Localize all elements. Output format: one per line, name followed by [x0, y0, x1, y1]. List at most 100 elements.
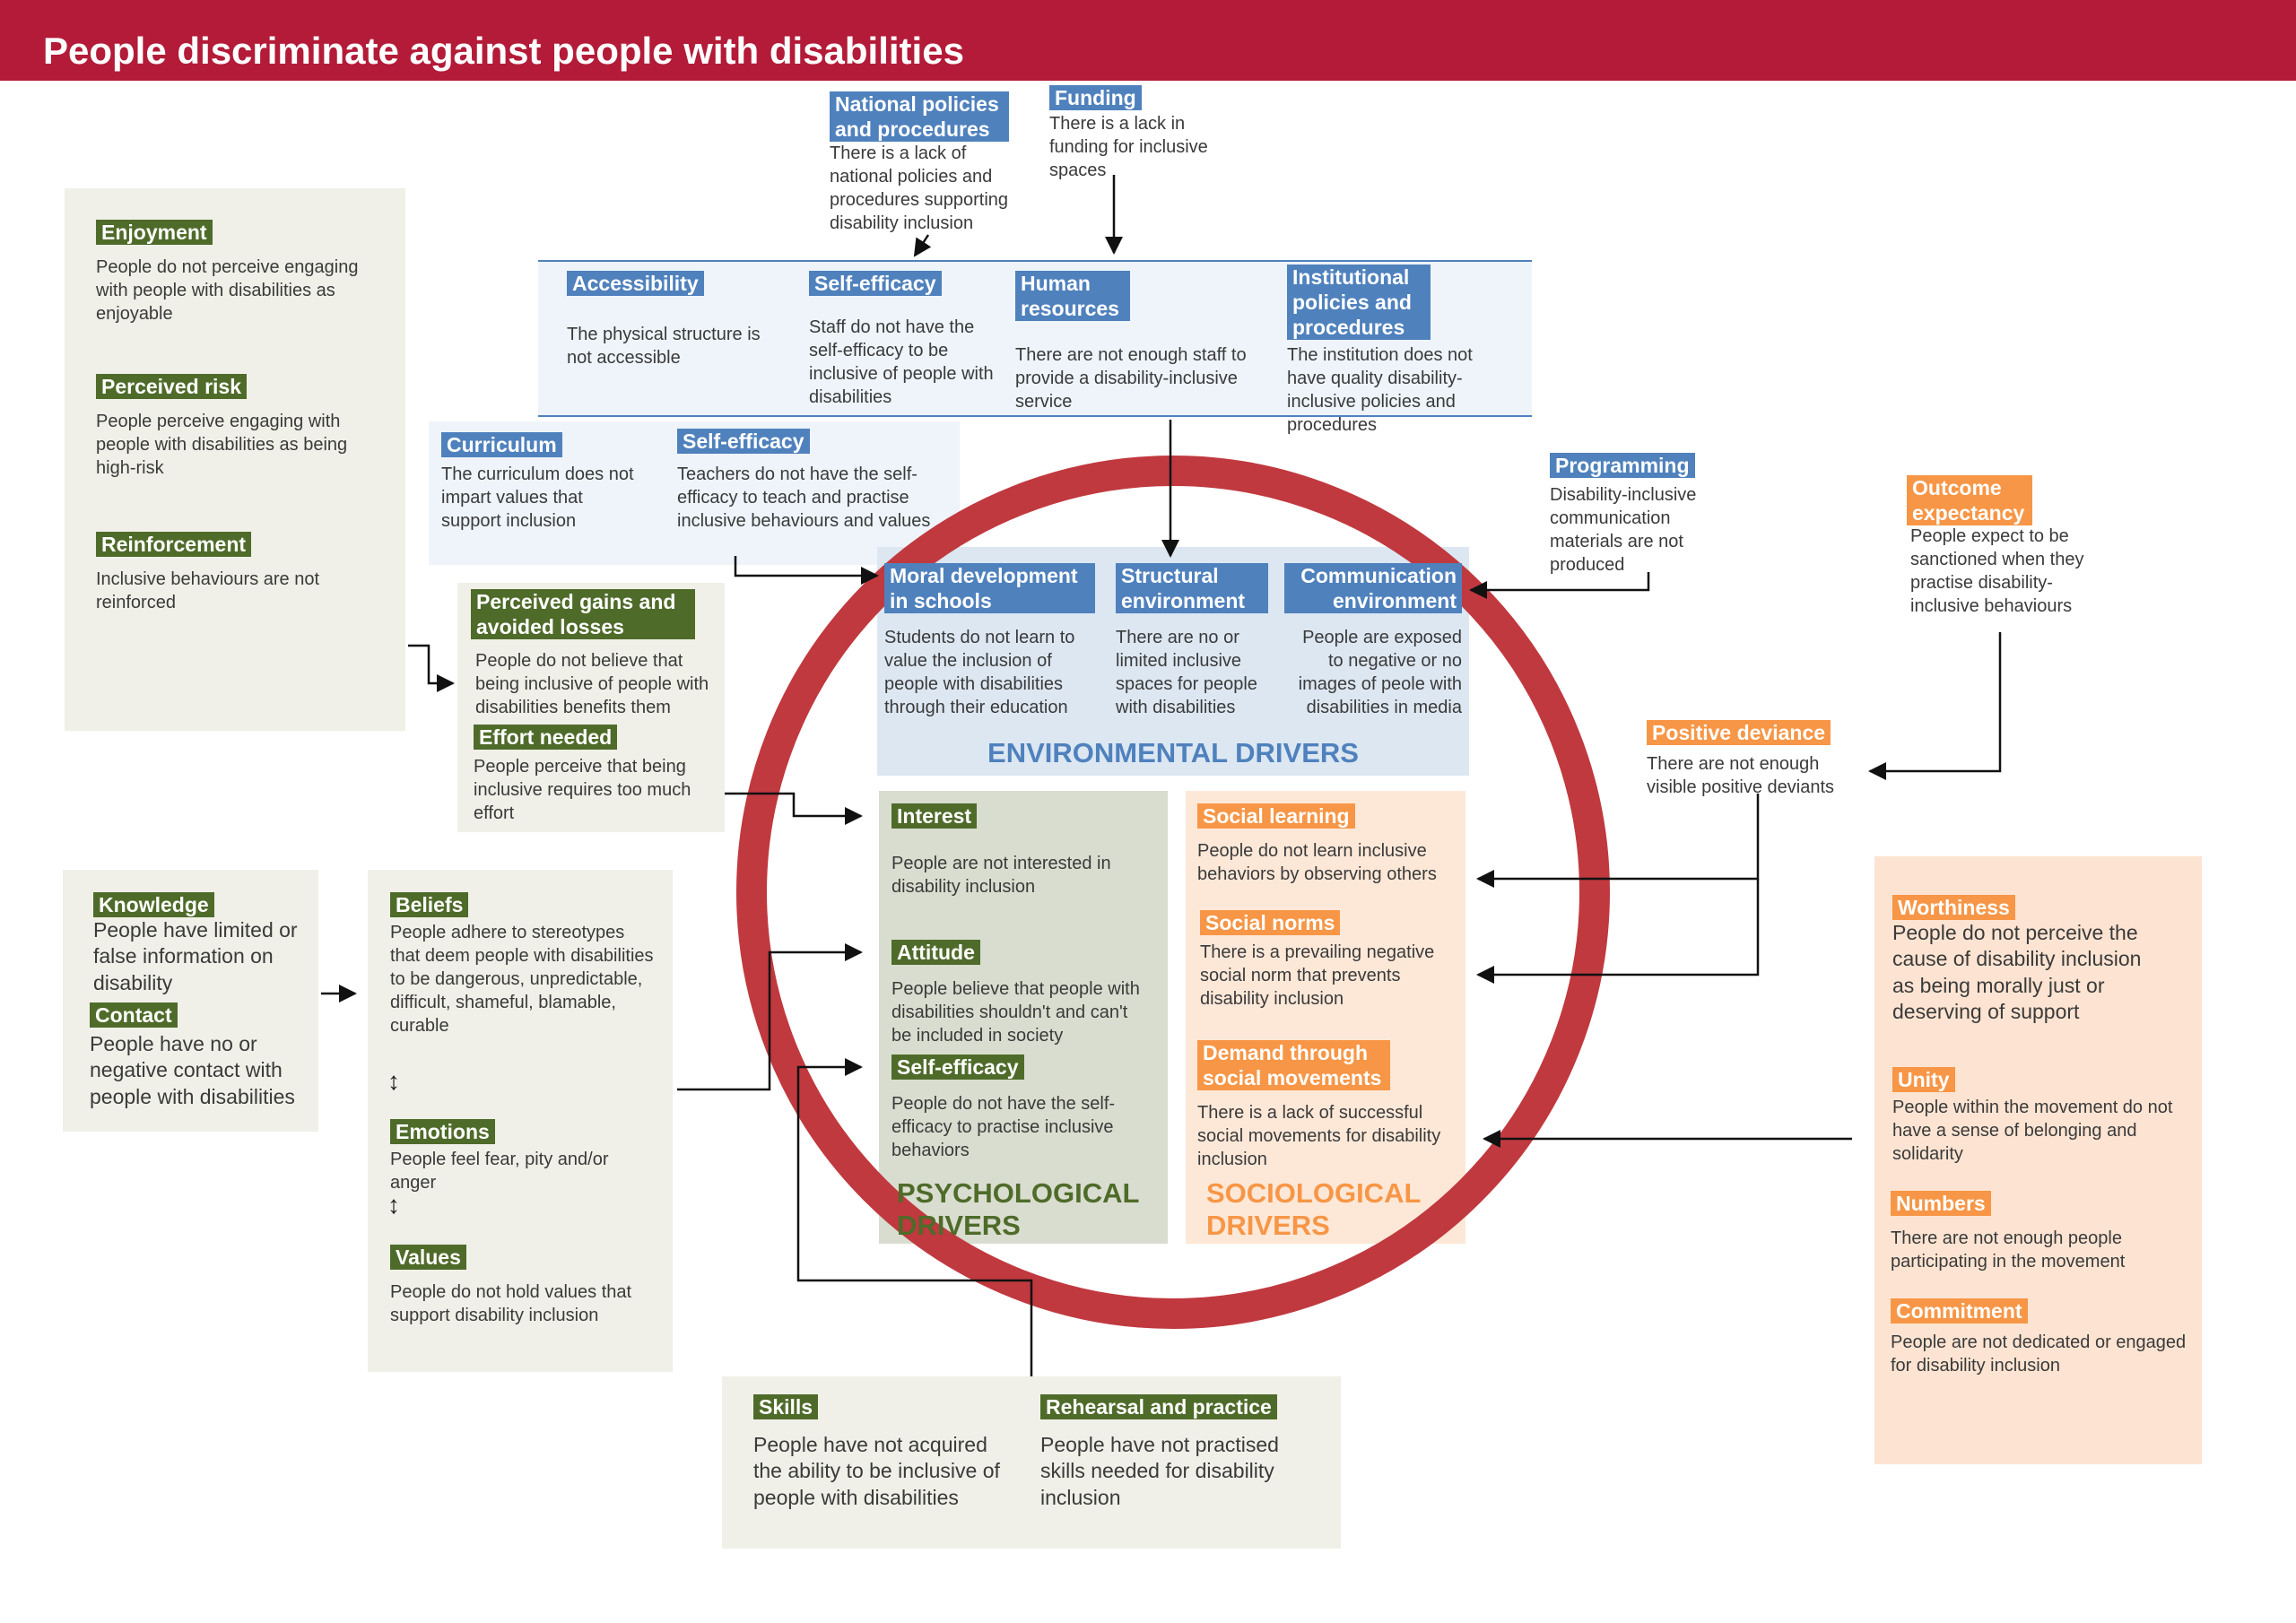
teacher-self-efficacy-label: Self-efficacy — [677, 429, 810, 455]
demand-label: Demand through social movements — [1197, 1040, 1390, 1091]
numbers-item: Numbers There are not enough people part… — [1891, 1191, 2196, 1273]
enjoyment-text: People do not perceive engaging with peo… — [96, 257, 359, 325]
environmental-heading: ENVIRONMENTAL DRIVERS — [987, 737, 1359, 768]
page-title: People discriminate against people with … — [43, 30, 964, 72]
worthiness-text: People do not perceive the cause of disa… — [1892, 921, 2142, 1024]
emotions-label: Emotions — [390, 1119, 495, 1145]
staff-self-efficacy-label: Self-efficacy — [809, 271, 942, 297]
human-resources-label: Human resources — [1015, 271, 1130, 322]
double-arrow-icon: ↕ — [387, 1067, 400, 1095]
commitment-item: Commitment People are not dedicated or e… — [1891, 1298, 2196, 1377]
programming-text: Disability-inclusive communication mater… — [1550, 485, 1697, 576]
deviance-text: There are not enough visible positive de… — [1647, 754, 1834, 798]
self-efficacy-label: Self-efficacy — [891, 1055, 1024, 1081]
outcome-item: Outcome expectancy — [1907, 475, 2032, 526]
arrow-deviance-learning — [1476, 794, 1760, 888]
perceived-risk-label: Perceived risk — [96, 374, 248, 400]
curriculum-label: Curriculum — [441, 432, 562, 458]
knowledge-label: Knowledge — [93, 892, 214, 918]
programming-label: Programming — [1550, 453, 1695, 479]
skills-item: Skills People have not acquired the abil… — [753, 1394, 1013, 1511]
curriculum-item: Curriculum The curriculum does not impar… — [441, 432, 648, 533]
accessibility-text: The physical structure is not accessible — [567, 325, 761, 369]
contact-label: Contact — [90, 1002, 178, 1028]
perceived-risk-item: Perceived risk People perceive engaging … — [96, 374, 383, 480]
institutional-policies-label: Institutional policies and procedures — [1287, 265, 1431, 341]
interest-text: People are not interested in disability … — [891, 854, 1111, 898]
numbers-text: There are not enough people participatin… — [1891, 1228, 2126, 1272]
sociological-panel — [1186, 791, 1465, 1244]
attitude-item: Attitude People believe that people with… — [891, 940, 1152, 1047]
perceived-risk-text: People perceive engaging with people wit… — [96, 412, 348, 479]
communication-text: People are exposed to negative or no ima… — [1298, 628, 1462, 718]
psychological-panel — [879, 791, 1168, 1244]
moral-development-item: Moral development in schools Students do… — [884, 563, 1095, 719]
social-learning-label: Social learning — [1197, 803, 1355, 829]
unity-item: Unity People within the movement do not … — [1892, 1067, 2197, 1166]
outcome-text: People expect to be sanctioned when they… — [1910, 526, 2084, 616]
gains-item: Perceived gains and avoided losses — [471, 589, 695, 640]
skills-label: Skills — [753, 1394, 819, 1420]
rehearsal-label: Rehearsal and practice — [1040, 1394, 1277, 1420]
emotions-text: People feel fear, pity and/or anger — [390, 1150, 609, 1193]
teacher-self-efficacy-text: Teachers do not have the self-efficacy t… — [677, 464, 931, 532]
self-efficacy-item: Self-efficacy People do not have the sel… — [891, 1055, 1152, 1162]
beliefs-label: Beliefs — [390, 892, 469, 918]
commitment-label: Commitment — [1891, 1298, 2028, 1324]
worthiness-label: Worthiness — [1892, 895, 2015, 921]
attitude-label: Attitude — [891, 940, 980, 966]
rehearsal-text: People have not practised skills needed … — [1040, 1433, 1279, 1509]
enjoyment-item: Enjoyment People do not perceive engagin… — [96, 220, 383, 325]
double-arrow-icon: ↕ — [387, 1191, 400, 1219]
beliefs-text: People adhere to stereotypes that deem p… — [390, 923, 654, 1037]
social-norms-item: Social norms There is a prevailing negat… — [1200, 910, 1460, 1011]
emotions-item: Emotions People feel fear, pity and/or a… — [390, 1119, 659, 1194]
funding-item: Funding There is a lack in funding for i… — [1049, 85, 1242, 182]
arrow-programming — [1469, 572, 1650, 599]
arrow-school — [734, 556, 879, 585]
communication-label: Communication environment — [1284, 563, 1462, 614]
unity-label: Unity — [1892, 1067, 1955, 1093]
interest-item: Interest People are not interested in di… — [891, 803, 1152, 898]
arrow-national — [913, 234, 932, 257]
values-item: Values People do not hold values that su… — [390, 1245, 659, 1327]
self-efficacy-text: People do not have the self-efficacy to … — [891, 1094, 1116, 1161]
skills-text: People have not acquired the ability to … — [753, 1433, 1000, 1509]
national-policies-label: National policies and procedures — [830, 91, 1009, 143]
movement-panel — [1874, 856, 2202, 1464]
institutional-policies-item: Institutional policies and procedures — [1287, 265, 1431, 341]
arrow-skills — [796, 1058, 1033, 1376]
structural-label: Structural environment — [1116, 563, 1268, 614]
outcome-label: Outcome expectancy — [1907, 475, 2032, 526]
attitude-text: People believe that people with disabili… — [891, 979, 1140, 1046]
accessibility-item: Accessibility The physical structure is … — [567, 271, 773, 369]
contact-item: Contact People have no or negative conta… — [90, 1002, 318, 1110]
left-top-panel — [65, 188, 405, 731]
arrow-left-top — [408, 644, 455, 692]
commitment-text: People are not dedicated or engaged for … — [1891, 1332, 2187, 1376]
gains-label: Perceived gains and avoided losses — [471, 589, 695, 640]
social-norms-label: Social norms — [1200, 910, 1341, 936]
accessibility-label: Accessibility — [567, 271, 704, 297]
values-text: People do not hold values that support d… — [390, 1282, 632, 1326]
institutional-policies-text: The institution does not have quality di… — [1287, 345, 1473, 435]
moral-development-text: Students do not learn to value the inclu… — [884, 628, 1075, 718]
unity-text: People within the movement do not have a… — [1892, 1098, 2173, 1165]
structural-text: There are no or limited inclusive spaces… — [1116, 628, 1257, 718]
enjoyment-label: Enjoyment — [96, 220, 213, 246]
knowledge-item: Knowledge People have limited or false i… — [93, 892, 317, 996]
staff-self-efficacy-item: Self-efficacy Staff do not have the self… — [809, 271, 1002, 409]
deviance-item: Positive deviance There are not enough v… — [1647, 720, 1862, 799]
social-learning-text: People do not learn inclusive behaviors … — [1197, 841, 1437, 885]
curriculum-text: The curriculum does not impart values th… — [441, 464, 634, 532]
social-norms-text: There is a prevailing negative social no… — [1200, 942, 1435, 1010]
interest-label: Interest — [891, 803, 978, 829]
effort-label: Effort needed — [474, 725, 618, 751]
human-resources-text: There are not enough staff to provide a … — [1015, 345, 1247, 412]
funding-label: Funding — [1049, 85, 1142, 111]
arrow-outcome — [1868, 632, 2002, 780]
national-policies-item: National policies and procedures There i… — [830, 91, 1009, 235]
psychological-heading: PSYCHOLOGICAL DRIVERS — [897, 1177, 1139, 1241]
moral-development-label: Moral development in schools — [884, 563, 1095, 614]
